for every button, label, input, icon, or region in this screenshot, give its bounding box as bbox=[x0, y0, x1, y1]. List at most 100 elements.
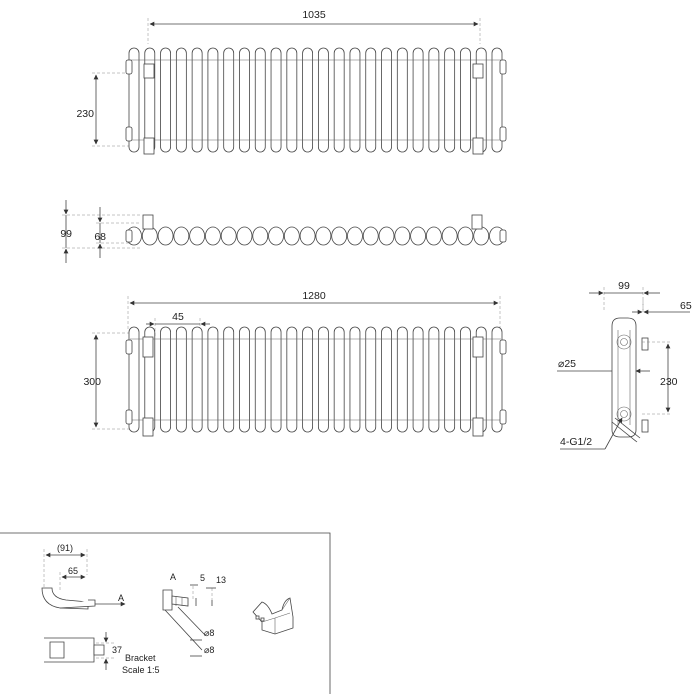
radiator-elevation-small: 1035 230 bbox=[76, 9, 507, 155]
radiator-section bbox=[220, 226, 237, 246]
bracket-top-left bbox=[143, 63, 155, 79]
wall-offset-label: 65 bbox=[680, 300, 692, 312]
callout-a-label: A bbox=[118, 593, 124, 603]
bracket-overall-label: (91) bbox=[57, 543, 73, 553]
height-dimension-label: 300 bbox=[83, 376, 101, 388]
radiator-column bbox=[175, 326, 187, 433]
radiator-column bbox=[286, 47, 298, 153]
radiator-column bbox=[349, 47, 361, 153]
radiator-column bbox=[444, 326, 456, 433]
radiator-column bbox=[475, 47, 487, 153]
radiator-column bbox=[412, 47, 424, 153]
radiator-column bbox=[460, 47, 471, 153]
radiator-section bbox=[157, 226, 174, 246]
bracket-bottom-right bbox=[472, 417, 484, 437]
thread-size-label: 4-G1/2 bbox=[560, 436, 592, 448]
radiator-column bbox=[460, 326, 471, 433]
radiator-column bbox=[365, 47, 377, 153]
radiator-column bbox=[396, 47, 408, 153]
radiator-column bbox=[207, 326, 219, 433]
bracket-top-right bbox=[472, 63, 484, 79]
radiator-column bbox=[444, 47, 456, 153]
radiator-section bbox=[347, 226, 363, 246]
radiator-column bbox=[491, 326, 503, 433]
radiator-column bbox=[254, 326, 266, 433]
radiator-column bbox=[317, 326, 329, 433]
radiator-column bbox=[428, 326, 440, 433]
radiator-section bbox=[141, 226, 158, 246]
radiator-column bbox=[223, 326, 235, 433]
side-depth-label: 99 bbox=[618, 280, 630, 292]
radiator-section bbox=[189, 226, 206, 246]
width-dimension-label: 1035 bbox=[302, 9, 326, 21]
bracket-top-right bbox=[472, 336, 484, 358]
radiator-column bbox=[302, 326, 314, 433]
height-dimension-label: 230 bbox=[76, 108, 94, 120]
detail-border bbox=[0, 532, 331, 694]
radiator-column bbox=[317, 47, 329, 153]
bracket-detail-box: (91) 65 A 37 Bracket Scale 1:5 A 5 13 bbox=[0, 532, 331, 694]
bracket-bottom-left bbox=[143, 137, 155, 155]
radiator-column bbox=[144, 47, 156, 153]
radiator-column bbox=[223, 47, 235, 153]
radiator-section bbox=[441, 226, 458, 246]
bracket-scale: Scale 1:5 bbox=[122, 665, 160, 675]
radiator-column bbox=[191, 326, 203, 433]
radiator-section bbox=[205, 226, 221, 246]
upper-port-circle bbox=[616, 334, 632, 350]
radiator-column bbox=[286, 326, 298, 433]
depth-inner-label: 68 bbox=[94, 231, 106, 243]
radiator-column bbox=[191, 47, 203, 153]
hole-diameter-1-label: ⌀8 bbox=[204, 628, 214, 638]
radiator-section bbox=[283, 226, 300, 246]
detail-a-label: A bbox=[170, 572, 176, 582]
radiator-section bbox=[331, 226, 348, 246]
radiator-section bbox=[378, 226, 395, 246]
bracket-depth-label: 65 bbox=[68, 566, 78, 576]
radiator-column bbox=[396, 326, 408, 433]
radiator-section bbox=[425, 226, 442, 246]
radiator-section bbox=[236, 226, 253, 246]
bracket-title: Bracket bbox=[125, 653, 156, 663]
radiator-section bbox=[299, 226, 316, 246]
radiator-column bbox=[381, 326, 392, 433]
radiator-column bbox=[365, 326, 377, 433]
radiator-column bbox=[270, 47, 282, 153]
radiator-section bbox=[173, 226, 190, 246]
radiator-column bbox=[302, 47, 314, 153]
hole-diameter-2-label: ⌀8 bbox=[204, 645, 214, 655]
bracket-height-label: 37 bbox=[112, 645, 122, 655]
radiator-column bbox=[270, 326, 282, 433]
detail-dim-13-label: 13 bbox=[216, 575, 226, 585]
radiator-section bbox=[410, 226, 426, 246]
tube-diameter-label: ⌀25 bbox=[558, 358, 576, 370]
detail-dim-5-label: 5 bbox=[200, 573, 205, 583]
radiator-column bbox=[160, 47, 171, 153]
radiator-column bbox=[239, 47, 250, 153]
section-pitch-label: 45 bbox=[172, 311, 184, 323]
radiator-columns bbox=[128, 47, 503, 153]
radiator-elevation-large: 1280 45 300 bbox=[83, 290, 507, 437]
bracket-top-left bbox=[142, 336, 154, 358]
radiator-side-view: 99 65 230 ⌀25 4-G1/2 bbox=[557, 280, 692, 450]
radiator-section bbox=[362, 226, 379, 246]
port-centres-label: 230 bbox=[660, 376, 678, 388]
radiator-section bbox=[457, 226, 474, 246]
bracket-3d-illustration bbox=[252, 597, 294, 635]
radiator-column bbox=[160, 326, 171, 433]
column-section-profile bbox=[611, 317, 637, 438]
radiator-plan-view: 99 68 bbox=[60, 200, 507, 263]
radiator-columns bbox=[128, 326, 503, 433]
bracket-bottom-right bbox=[472, 137, 484, 155]
radiator-sections-plan bbox=[125, 226, 507, 246]
lower-port-circle bbox=[616, 406, 632, 422]
radiator-column bbox=[349, 326, 361, 433]
radiator-column bbox=[239, 326, 250, 433]
radiator-section bbox=[315, 226, 332, 246]
radiator-column bbox=[333, 326, 345, 433]
width-dimension-label: 1280 bbox=[302, 290, 326, 302]
radiator-column bbox=[207, 47, 219, 153]
radiator-column bbox=[175, 47, 187, 153]
radiator-column bbox=[412, 326, 424, 433]
radiator-section bbox=[252, 226, 269, 246]
